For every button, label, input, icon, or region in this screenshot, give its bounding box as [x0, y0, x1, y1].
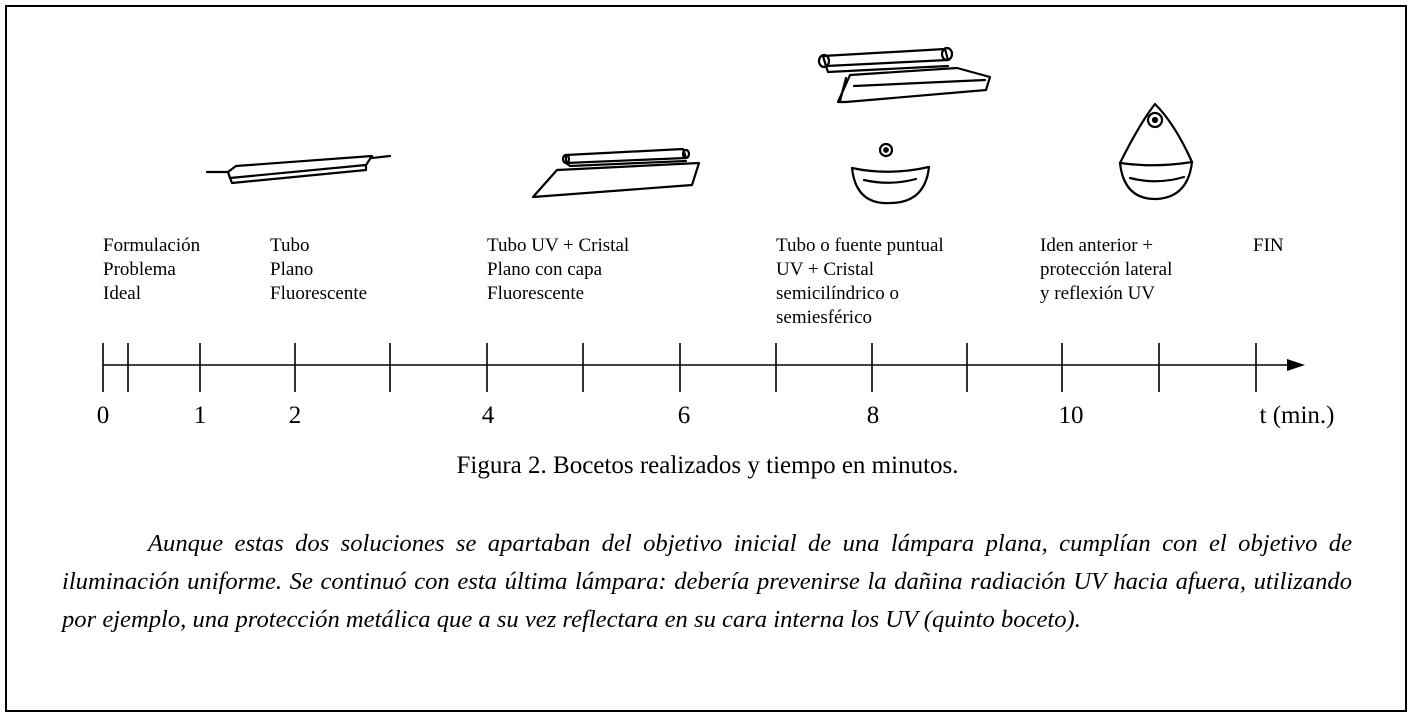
stage-label-protection: Iden anterior + protección lateral y ref… — [1040, 234, 1172, 306]
stage-label-problem: Formulación Problema Ideal — [103, 234, 200, 306]
sketch-tube-over-semicylinder — [817, 46, 992, 104]
stage-line: Fluorescente — [487, 283, 585, 304]
sketch-flat-tube — [205, 154, 392, 185]
sketch-point-source-bowl — [850, 142, 931, 205]
stage-line: Problema — [103, 259, 176, 280]
stage-line: semicilíndrico o — [776, 283, 899, 304]
body-paragraph: Aunque estas dos soluciones se apartaban… — [62, 525, 1352, 639]
stage-line: Tubo UV + Cristal — [487, 235, 630, 256]
stage-label-uv-glass: Tubo UV + Cristal Plano con capa Fluores… — [487, 234, 629, 306]
sketch-tube-over-glass — [531, 147, 701, 199]
stage-line: y reflexión UV — [1040, 283, 1156, 304]
tick-label-4: 4 — [481, 402, 495, 429]
paragraph-text: Aunque estas dos soluciones se apartaban… — [62, 530, 1352, 633]
stage-line: Plano con capa — [487, 259, 603, 280]
tick-label-0: 0 — [96, 402, 110, 429]
figure-caption: Figura 2. Bocetos realizados y tiempo en… — [456, 452, 959, 479]
stage-label-flat-tube: Tubo Plano Fluorescente — [270, 234, 367, 306]
stage-label-point-source: Tubo o fuente puntual UV + Cristal semic… — [776, 234, 944, 330]
stage-line: Iden anterior + — [1040, 235, 1154, 256]
stage-line: Tubo o fuente puntual — [776, 235, 944, 256]
sketch-protected-bowl — [1118, 102, 1194, 201]
axis-arrowhead — [1287, 359, 1305, 371]
tick-label-2: 2 — [288, 402, 302, 429]
tick-label-8: 8 — [866, 402, 880, 429]
stage-line: Plano — [270, 259, 314, 280]
stage-line: protección lateral — [1040, 259, 1173, 280]
stage-line: Fluorescente — [270, 283, 368, 304]
tick-label-1: 1 — [193, 402, 207, 429]
stage-line: Ideal — [103, 283, 141, 304]
stage-line: FIN — [1253, 235, 1284, 256]
axis-unit-label: t (min.) — [1259, 402, 1335, 429]
figure-frame — [5, 5, 1407, 712]
stage-line: semiesférico — [776, 307, 873, 328]
time-axis — [102, 343, 1305, 392]
tick-label-6: 6 — [677, 402, 691, 429]
stage-line: Formulación — [103, 235, 201, 256]
tick-label-10: 10 — [1058, 402, 1084, 429]
stage-label-end: FIN — [1253, 234, 1284, 258]
stage-line: UV + Cristal — [776, 259, 874, 280]
stage-line: Tubo — [270, 235, 310, 256]
